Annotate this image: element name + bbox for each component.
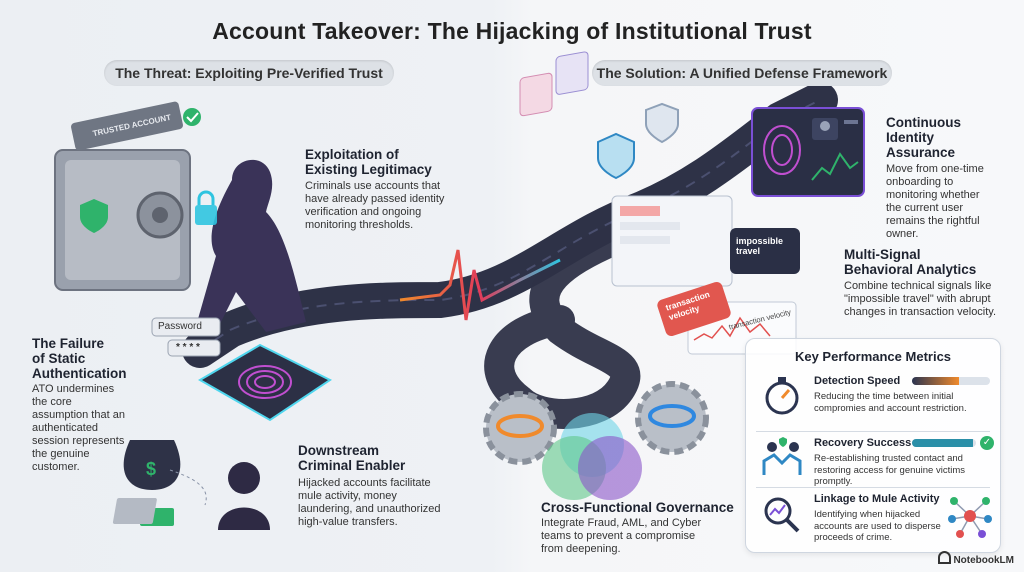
kpi-desc: Re-establishing trusted contact and rest… (814, 453, 966, 487)
downstream-body: Hijacked accounts facilitate mule activi… (298, 477, 441, 528)
notebook-icon (938, 551, 952, 564)
kpi-desc: Reducing the time between initial compro… (814, 391, 967, 414)
identity-body: Move from one-time onboarding to monitor… (886, 163, 984, 240)
threat-header: The Threat: Exploiting Pre-Verified Trus… (104, 60, 394, 86)
kpi-name: Detection Speed (814, 375, 901, 387)
solution-header: The Solution: A Unified Defense Framewor… (592, 60, 892, 86)
brand-logo: NotebookLM (938, 551, 1014, 566)
governance-body: Integrate Fraud, AML, and Cyber teams to… (541, 517, 702, 555)
vault-illustration (54, 101, 201, 291)
kpi-desc: Identifying when hijacked accounts are u… (814, 509, 941, 543)
network-icon (948, 497, 992, 538)
impossible-travel-tag: impossible travel (736, 236, 784, 256)
gears-venn (483, 381, 709, 500)
recovery-success-bar (912, 439, 976, 447)
kpi-name: Recovery Success (814, 437, 912, 449)
stopwatch-icon (765, 377, 799, 415)
kpi-title: Key Performance Metrics (794, 349, 952, 364)
kpi-detection-speed: Detection Speed Reducing the time betwee… (752, 371, 994, 427)
svg-text:$: $ (146, 459, 156, 479)
password-mask: * * * * (176, 342, 200, 353)
money-bag: $ (123, 440, 181, 490)
exploitation-body: Criminals use accounts that have already… (305, 180, 445, 231)
trust-icons (519, 51, 679, 180)
magnifier-graph-icon (764, 497, 800, 533)
kpi-panel: Key Performance Metrics Detection Speed … (745, 338, 1001, 553)
kpi-name: Linkage to Mule Activity (814, 493, 940, 505)
signal-wave (399, 249, 561, 321)
kpi-recovery-success: Recovery Success ✓ Re-establishing trust… (752, 433, 994, 489)
winding-road (484, 215, 655, 429)
fingerprint-pad (198, 343, 332, 422)
hacker-figure (195, 159, 306, 332)
check-icon: ✓ (980, 436, 994, 450)
password-label: Password (158, 321, 202, 332)
static-auth-body: ATO undermines the core assumption that … (32, 383, 125, 473)
laptop-hacker (112, 462, 270, 530)
detection-speed-bar (912, 377, 990, 385)
handshake-icon (762, 437, 802, 475)
kpi-mule-linkage: Linkage to Mule Activity Identifying whe… (752, 489, 994, 545)
analytics-dashboard (611, 195, 800, 355)
governance-title: Cross-Functional Governance (541, 500, 734, 515)
identity-screen (751, 107, 865, 197)
page-title: Account Takeover: The Hijacking of Insti… (212, 18, 812, 44)
behavioral-body: Combine technical signals like "impossib… (844, 280, 997, 318)
